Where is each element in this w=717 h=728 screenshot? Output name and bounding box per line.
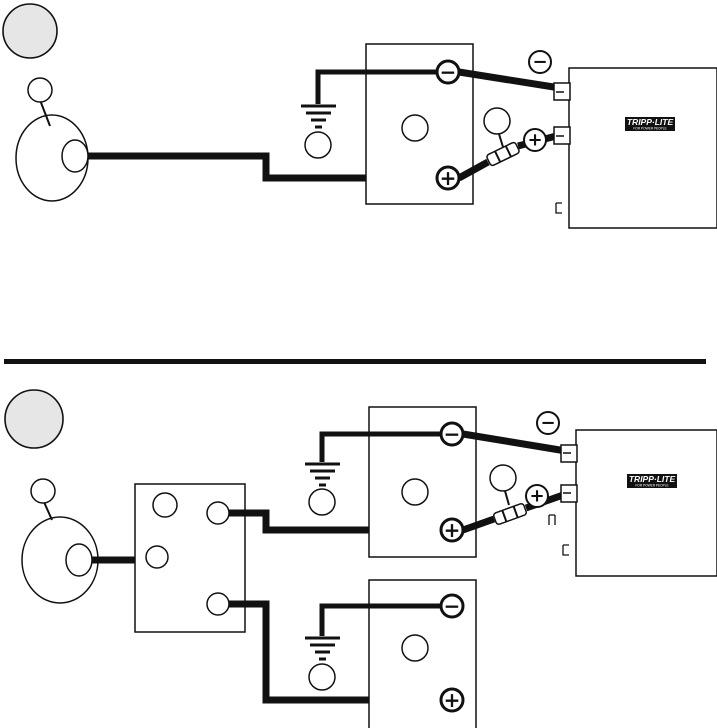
callout-fuse — [483, 107, 511, 135]
brand-name: TRIPP·LITE — [627, 117, 674, 127]
plus-symbol: + — [527, 130, 542, 151]
plus-symbol: + — [444, 518, 461, 542]
cable-positive-marker — [525, 484, 549, 508]
positive-cable — [457, 158, 490, 182]
minus-symbol: − — [540, 413, 555, 434]
panel-marker-1 — [2, 3, 58, 59]
isolator-output-1-terminal — [206, 501, 230, 525]
brand-name: TRIPP·LITE — [629, 474, 676, 484]
minus-symbol: − — [444, 594, 461, 618]
inline-fuse — [486, 141, 520, 167]
alternator-output-stud — [65, 543, 93, 577]
inline-fuse — [493, 502, 527, 526]
brand-logo — [627, 474, 677, 488]
callout-ground-1 — [308, 488, 336, 516]
callout-ground — [304, 131, 332, 159]
minus-symbol: − — [440, 60, 457, 84]
callout-battery — [401, 114, 429, 142]
callout-battery-1 — [401, 478, 429, 506]
panel-single-battery: − + − + — [2, 3, 717, 229]
cable-negative-marker — [528, 50, 552, 74]
battery: − + — [365, 43, 474, 205]
callout-alternator — [30, 478, 56, 504]
brand-tagline: FOR POWER PEOPLE — [635, 484, 668, 488]
negative-cable — [462, 430, 567, 455]
chassis-ground-1 — [305, 431, 441, 516]
callout-battery-2 — [401, 634, 429, 662]
plus-symbol: + — [529, 486, 544, 507]
brand-tagline: FOR POWER PEOPLE — [633, 127, 666, 131]
isolator-output-2-terminal — [206, 592, 230, 616]
panel-dual-battery-isolator: − + − + — [4, 389, 717, 728]
isolator-output-1-wire — [229, 509, 442, 534]
battery-2-positive-terminal — [439, 687, 465, 713]
minus-symbol: − — [532, 52, 547, 73]
inverter: TRIPP·LITE FOR POWER PEOPLE — [553, 67, 717, 229]
alternator — [15, 77, 89, 202]
chassis-ground — [301, 69, 437, 159]
chassis-ground-2 — [305, 603, 441, 691]
isolator-input-terminal — [145, 545, 169, 569]
cable-positive-marker — [523, 128, 547, 152]
plus-symbol: + — [444, 688, 461, 712]
cable-negative-marker — [536, 411, 560, 435]
inverter: TRIPP·LITE FOR POWER PEOPLE — [548, 429, 717, 577]
battery-1: − + — [368, 406, 477, 558]
callout-ground-2 — [308, 663, 336, 691]
positive-cable — [461, 515, 496, 534]
minus-symbol: − — [444, 422, 461, 446]
callout-alternator — [27, 77, 53, 103]
isolator-output-2-wire — [229, 600, 442, 704]
battery-2: − + — [368, 579, 477, 728]
negative-cable — [458, 68, 561, 92]
panel-marker-2 — [4, 389, 64, 449]
charging-wire — [88, 152, 440, 182]
plus-symbol: + — [440, 166, 457, 190]
battery-isolator — [134, 483, 246, 633]
panel-divider — [4, 359, 706, 364]
callout-fuse — [489, 464, 517, 492]
brand-logo — [625, 117, 675, 131]
alternator-output-stud — [61, 139, 89, 173]
alternator — [21, 478, 99, 604]
callout-isolator — [152, 492, 178, 518]
